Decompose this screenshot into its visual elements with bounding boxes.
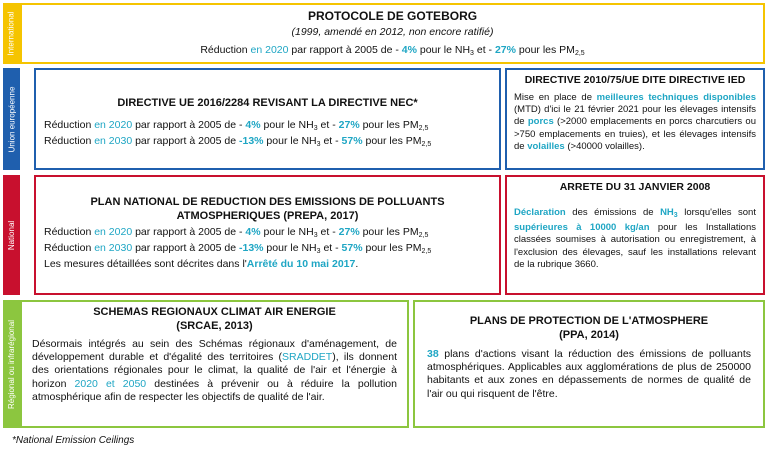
- arrete-box: ARRETE DU 31 JANVIER 2008 Déclaration de…: [505, 175, 765, 295]
- band-national-label: National: [7, 220, 17, 250]
- arrete-text: Déclaration des émissions de NH3 lorsqu'…: [514, 207, 757, 270]
- srcae-box: SCHEMAS REGIONAUX CLIMAT AIR ENERGIE (SR…: [20, 300, 409, 428]
- goteborg-target: Réduction en 2020 par rapport à 2005 de …: [200, 44, 585, 57]
- ppa-title: PLANS DE PROTECTION DE L'ATMOSPHERE: [469, 315, 709, 327]
- ppa-subtitle: (PPA, 2014): [559, 329, 619, 341]
- band-regional: Régional ou infrarégional: [3, 300, 20, 428]
- prepa-target-2020: Réduction en 2020 par rapport à 2005 de …: [44, 226, 429, 239]
- prepa-measures: Les mesures détaillées sont décrites dan…: [44, 258, 359, 270]
- directive-nec-target-2020: Réduction en 2020 par rapport à 2005 de …: [44, 119, 429, 132]
- footnote: *National Emission Ceilings: [12, 435, 135, 446]
- goteborg-subtitle: (1999, amendé en 2012, non encore ratifi…: [291, 26, 494, 38]
- band-international-label: International: [7, 11, 16, 56]
- directive-ied-title: DIRECTIVE 2010/75/UE DITE DIRECTIVE IED: [524, 74, 746, 86]
- srcae-title: SCHEMAS REGIONAUX CLIMAT AIR ENERGIE: [93, 306, 336, 318]
- band-regional-label: Régional ou infrarégional: [7, 319, 17, 409]
- prepa-box: PLAN NATIONAL DE REDUCTION DES EMISSIONS…: [34, 175, 501, 295]
- prepa-title: PLAN NATIONAL DE REDUCTION DES EMISSIONS…: [90, 196, 445, 222]
- directive-ied-box: DIRECTIVE 2010/75/UE DITE DIRECTIVE IED …: [505, 68, 765, 170]
- band-international: International: [3, 3, 20, 64]
- directive-nec-target-2030: Réduction en 2030 par rapport à 2005 de …: [44, 135, 432, 148]
- prepa-target-2030: Réduction en 2030 par rapport à 2005 de …: [44, 242, 432, 255]
- goteborg-title: PROTOCOLE DE GOTEBORG: [307, 9, 478, 23]
- arrete-title: ARRETE DU 31 JANVIER 2008: [559, 181, 711, 193]
- band-eu: Union européenne: [3, 68, 20, 170]
- srcae-subtitle: (SRCAE, 2013): [176, 320, 253, 332]
- band-national: National: [3, 175, 20, 295]
- band-eu-label: Union européenne: [7, 86, 16, 152]
- ppa-text: 38 plans d'actions visant la réduction d…: [427, 348, 751, 400]
- ppa-box: PLANS DE PROTECTION DE L'ATMOSPHERE (PPA…: [413, 300, 765, 428]
- directive-nec-title: DIRECTIVE UE 2016/2284 REVISANT LA DIREC…: [117, 97, 418, 109]
- directive-nec-box: DIRECTIVE UE 2016/2284 REVISANT LA DIREC…: [34, 68, 501, 170]
- srcae-text: Désormais intégrés au sein des Schémas r…: [32, 338, 397, 403]
- arrete-10-mai-link[interactable]: Arrêté du 10 mai 2017: [246, 258, 356, 270]
- goteborg-box: PROTOCOLE DE GOTEBORG (1999, amendé en 2…: [20, 3, 765, 64]
- directive-ied-text: Mise en place de meilleures techniques d…: [514, 92, 756, 152]
